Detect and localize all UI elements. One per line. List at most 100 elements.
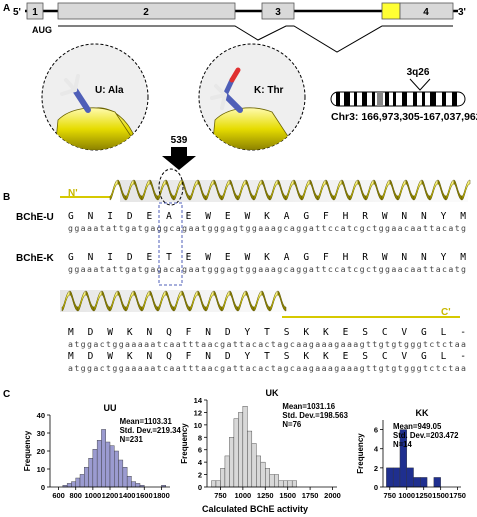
exon-1 bbox=[26, 2, 44, 20]
x-tick-label: 1600 bbox=[136, 491, 153, 500]
y-tick-label: 12 bbox=[194, 408, 202, 417]
histogram-bar bbox=[433, 477, 441, 488]
position-marker: 539 bbox=[162, 135, 196, 170]
y-axis-label: Frequency bbox=[180, 423, 189, 464]
shared-xlabel: Calculated BChE activity bbox=[202, 504, 308, 514]
dna-seq-row2-u: atggactggaaaaatcaatttaacgattacactagcaaga… bbox=[68, 339, 466, 349]
histogram-bar bbox=[420, 477, 428, 488]
y-tick-label: 8 bbox=[198, 433, 202, 442]
histogram-bar bbox=[114, 450, 119, 488]
residue-u-label: U: Ala bbox=[95, 85, 124, 96]
histogram-stat: Mean=949.05 bbox=[393, 422, 442, 431]
histogram-bar bbox=[291, 480, 297, 488]
x-tick-label: 1250 bbox=[257, 491, 274, 500]
histogram-bar bbox=[406, 467, 414, 488]
histogram-title: UK bbox=[266, 388, 279, 398]
histogram-bar bbox=[413, 477, 421, 488]
exon-3 bbox=[261, 2, 295, 20]
exon-3-label: 3 bbox=[275, 7, 281, 18]
y-tick-label: 0 bbox=[198, 483, 202, 492]
dna-seq-u: ggaaatattgatgaggcagaatgggagtggaaagcaggat… bbox=[68, 223, 466, 233]
x-tick-label: 600 bbox=[52, 491, 65, 500]
x-tick-label: 1750 bbox=[302, 491, 319, 500]
histogram-bar bbox=[71, 481, 76, 488]
chromosome-ideogram: 3q26 Chr3: 166,973,305-167,037,962 bbox=[330, 67, 477, 123]
y-tick-label: 20 bbox=[37, 447, 45, 456]
histogram-bar bbox=[269, 474, 275, 488]
x-tick-label: 750 bbox=[384, 491, 397, 500]
x-tick-label: 1750 bbox=[449, 491, 466, 500]
histogram-bar bbox=[274, 474, 279, 488]
helix-top: N' bbox=[60, 168, 471, 206]
helix-segment bbox=[461, 179, 471, 201]
protein-seq-k: G N I D E T E W E W K A G F H R W N N Y … bbox=[68, 252, 466, 263]
y-tick-label: 2 bbox=[374, 464, 378, 473]
histogram-bar bbox=[75, 477, 81, 488]
histogram-bar bbox=[242, 406, 248, 488]
exon-4 bbox=[399, 2, 454, 20]
y-tick-label: 10 bbox=[37, 465, 45, 474]
histogram-title: UU bbox=[104, 403, 117, 413]
histogram-bar bbox=[66, 483, 72, 488]
x-tick-label: 750 bbox=[214, 491, 227, 500]
y-axis-label: Frequency bbox=[356, 433, 365, 474]
protein-seq-row2-u: M D W K N Q F N D Y T S K K E S C V G L … bbox=[68, 327, 466, 338]
histogram-bar bbox=[105, 441, 111, 488]
x-tick-label: 1500 bbox=[279, 491, 296, 500]
histogram-stat: N=231 bbox=[120, 435, 144, 444]
histogram-bar bbox=[211, 480, 217, 488]
chromosome-band-label: 3q26 bbox=[407, 67, 430, 78]
histogram-bar bbox=[283, 480, 288, 488]
histogram-bar bbox=[278, 480, 284, 488]
dna-seq-k: ggaaatattgatgagacagaatgggagtggaaagcaggat… bbox=[68, 264, 466, 274]
dna-seq-row2-k: atggactggaaaaatcaatttaacgattacactagcaaga… bbox=[68, 363, 466, 373]
x-tick-label: 800 bbox=[69, 491, 82, 500]
histogram-bar bbox=[126, 476, 132, 488]
residue-k-label: K: Thr bbox=[254, 85, 284, 96]
histogram-bar bbox=[260, 461, 266, 488]
five-prime-label: 5' bbox=[13, 7, 21, 18]
y-tick-label: 14 bbox=[194, 396, 203, 405]
x-tick-label: 1200 bbox=[102, 491, 119, 500]
histogram-bar bbox=[224, 455, 230, 488]
histogram-bar bbox=[135, 483, 141, 488]
exon-4-highlight bbox=[381, 2, 401, 20]
panel-a-label: A bbox=[3, 3, 10, 14]
y-axis-label: Frequency bbox=[23, 430, 32, 471]
histogram-bar bbox=[96, 440, 102, 488]
y-tick-label: 4 bbox=[374, 445, 379, 454]
x-tick-label: 2000 bbox=[324, 491, 341, 500]
position-539-label: 539 bbox=[171, 135, 188, 146]
helix-bottom: C' bbox=[60, 290, 460, 318]
zoom-circle-ala: U: Ala bbox=[41, 43, 149, 151]
y-tick-label: 0 bbox=[41, 483, 45, 492]
histogram-bar bbox=[247, 430, 253, 488]
histogram-bar bbox=[287, 480, 293, 488]
histogram-stat: Mean=1031.16 bbox=[282, 402, 335, 411]
c-term-label: C' bbox=[441, 307, 451, 318]
label-bche-k: BChE-K bbox=[16, 253, 55, 264]
x-tick-label: 1000 bbox=[398, 491, 415, 500]
x-tick-label: 1000 bbox=[85, 491, 102, 500]
y-tick-label: 2 bbox=[198, 471, 202, 480]
histogram-bar bbox=[256, 455, 261, 488]
y-tick-label: 0 bbox=[374, 483, 378, 492]
y-tick-label: 40 bbox=[37, 411, 45, 420]
histogram-bar bbox=[118, 459, 124, 488]
x-tick-label: 1400 bbox=[119, 491, 136, 500]
histogram-bar bbox=[88, 458, 94, 488]
n-term-label: N' bbox=[68, 188, 78, 199]
histogram-bar bbox=[131, 481, 136, 488]
zoom-circle-thr: K: Thr bbox=[198, 43, 306, 151]
exon-2 bbox=[57, 2, 236, 20]
histogram-stat: Mean=1103.31 bbox=[120, 417, 173, 426]
gene-structure: 5' 1 2 3 4 3' AUG bbox=[13, 2, 466, 53]
chromosome-location: Chr3: 166,973,305-167,037,962 bbox=[331, 111, 477, 123]
histogram-bar bbox=[265, 468, 270, 488]
y-tick-label: 6 bbox=[198, 446, 202, 455]
helix-segment bbox=[109, 179, 119, 201]
histogram-stat: N=76 bbox=[282, 420, 302, 429]
histogram-stat: Std. Dev.=198.563 bbox=[282, 411, 348, 420]
